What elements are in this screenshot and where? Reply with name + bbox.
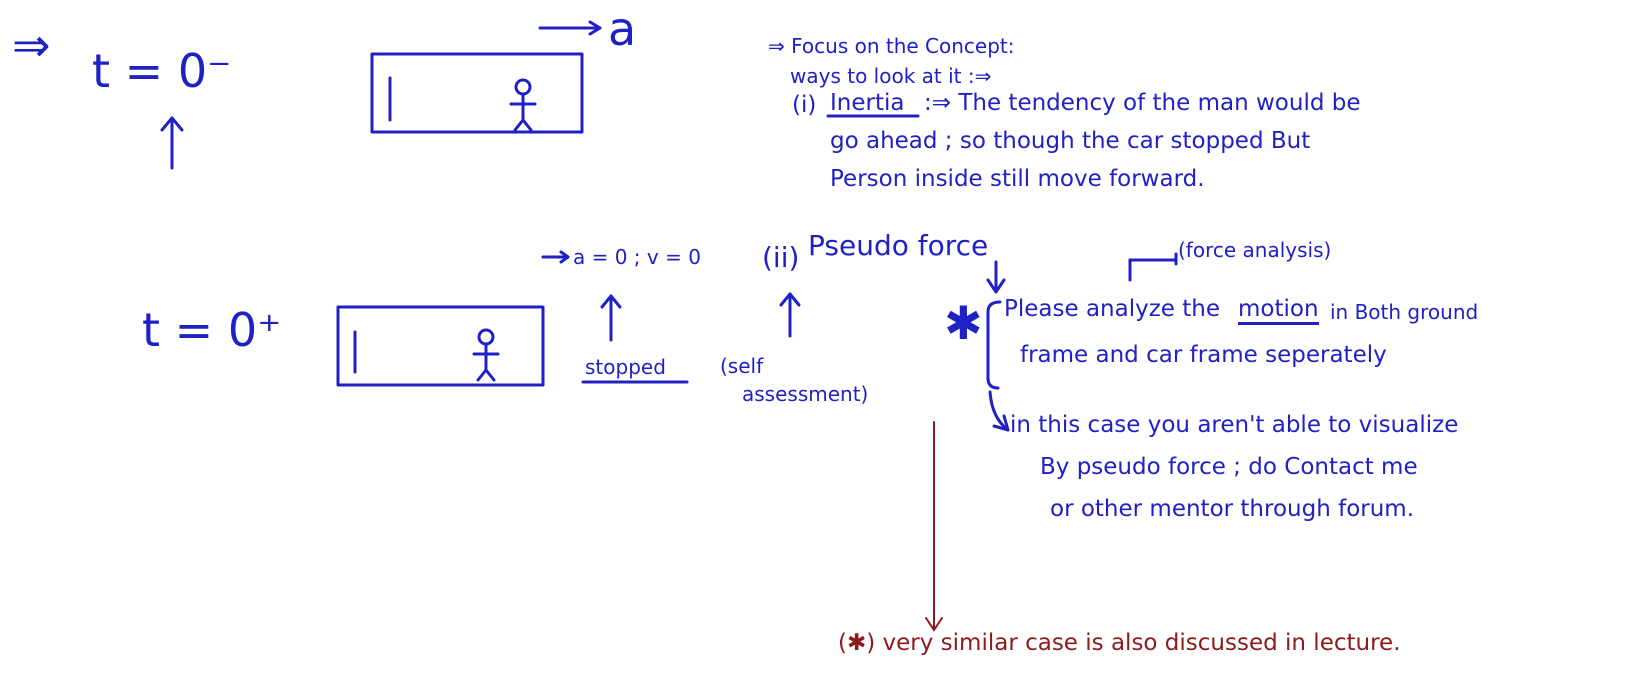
car-box-before [370,52,584,134]
accel-label: a [608,2,637,56]
up-arrow-self [779,292,801,338]
roman-ii: (ii) [762,241,800,274]
self-assessment-line2: assessment) [742,382,869,406]
left-brace [986,300,1002,390]
focus-note: ⇒ Focus on the Concept: [768,34,1015,58]
small-arrow-scene2 [541,250,570,264]
stopped-label: stopped [585,355,666,379]
motion-word: motion [1238,298,1319,325]
case-line3: or other mentor through forum. [1050,496,1415,522]
ways-note: ways to look at it :⇒ [790,64,992,88]
inertia-line1: :⇒ The tendency of the man would be [924,90,1361,116]
car-box-after [336,305,545,387]
time-after: t = 0⁺ [142,303,282,357]
self-assessment-line1: (self [720,354,764,378]
stick-man-before [509,78,537,132]
inertia-line2: go ahead ; so though the car stopped But [830,128,1311,154]
inertia-line3: Person inside still move forward. [830,166,1205,192]
lecture-note: (✱) very similar case is also discussed … [838,630,1401,656]
force-analysis-note: (force analysis) [1178,238,1332,262]
time-before: t = 0⁻ [92,44,232,98]
pseudo-force-heading: Pseudo force [808,229,989,262]
please-line3: frame and car frame seperately [1020,342,1387,368]
down-arrow-pseudo [986,260,1006,294]
red-down-arrow [925,421,943,632]
case-line1: in this case you aren't able to visualiz… [1010,412,1459,438]
accel-velocity-zero: a = 0 ; v = 0 [573,245,701,269]
accel-arrow [538,20,602,36]
inertia-word: Inertia [830,90,905,116]
please-line2: in Both ground [1330,300,1479,324]
inertia-number: (i) [792,92,817,118]
implies-symbol: ⇒ [12,18,51,72]
up-arrow-stopped [600,294,622,342]
down-arrow-case [988,390,1010,432]
force-analysis-pointer [1128,252,1178,282]
stick-man-after [472,328,500,382]
up-arrow-scene1 [160,116,184,170]
case-line2: By pseudo force ; do Contact me [1040,454,1418,480]
star-marker: ✱ [944,296,983,350]
please-line1: Please analyze the [1004,296,1220,322]
